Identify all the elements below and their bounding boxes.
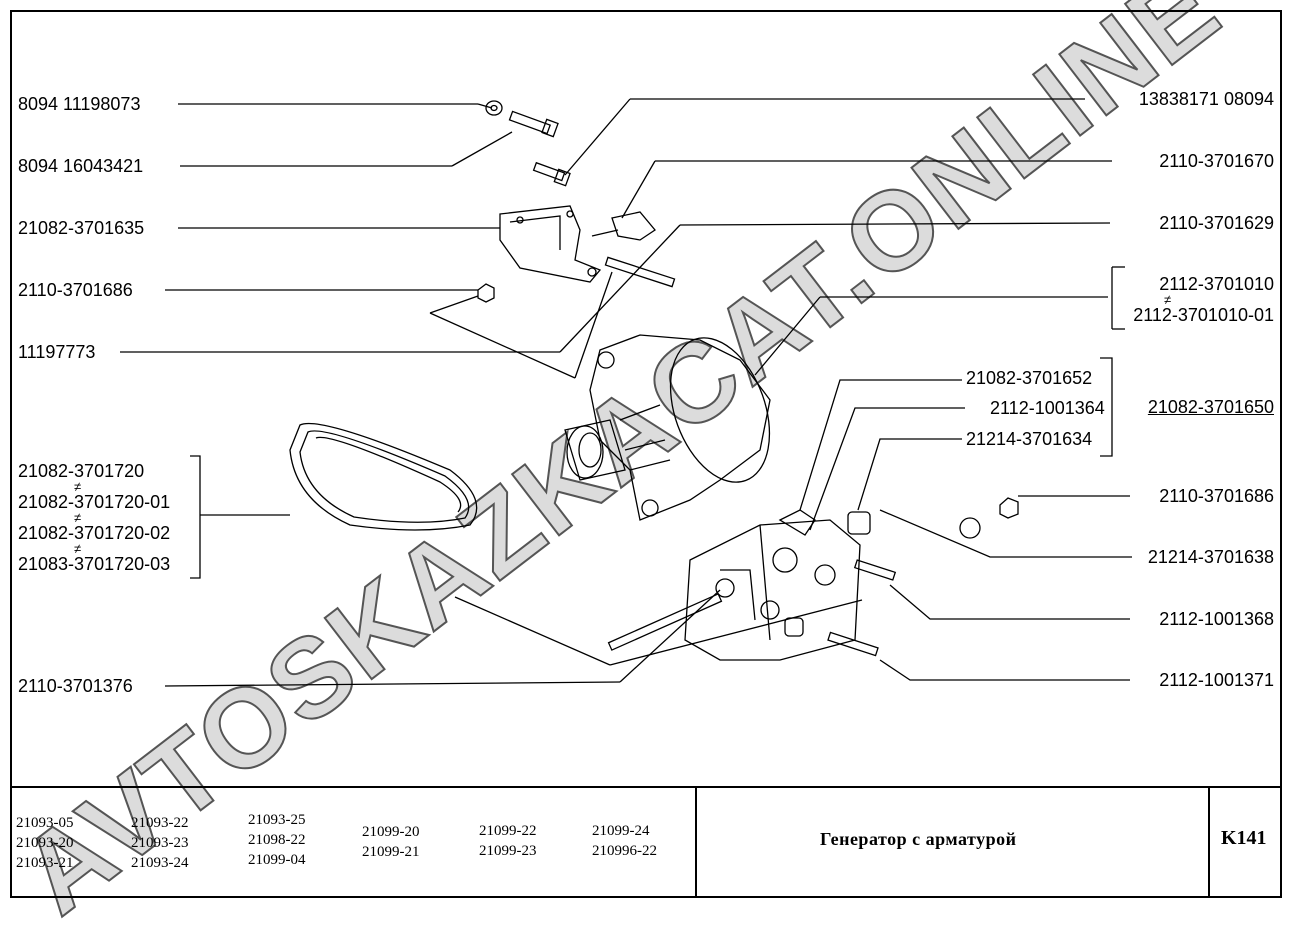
not-equal-mark: ≠ — [1164, 292, 1172, 307]
bolt-2 — [532, 161, 571, 187]
part-label: 8094 16043421 — [18, 156, 144, 176]
part-label: 2110-3701686 — [18, 280, 133, 300]
part-label: 8094 11198073 — [18, 94, 141, 114]
model: 21093-05 — [16, 815, 74, 831]
drawing-frame — [10, 10, 1282, 898]
part-label: 21082-3701652 — [966, 368, 1093, 388]
bolt-right — [827, 559, 897, 657]
part-label: 11197773 — [18, 342, 96, 362]
page-code: K141 — [1221, 827, 1267, 849]
part-label: 2110-3701629 — [1159, 213, 1274, 233]
model: 21093-20 — [16, 835, 74, 851]
belt-label: 21082-3701720 — [18, 461, 145, 481]
bolt-left-long — [607, 593, 723, 651]
model: 21093-23 — [131, 835, 189, 851]
model-column: 21093-05 21093-20 21093-21 — [16, 813, 74, 873]
part-label: 2110-3701686 — [1159, 486, 1274, 506]
part-label: 2112-1001371 — [1159, 670, 1274, 690]
part-label: 2112-1001368 — [1159, 609, 1274, 629]
part-label: 2110-3701670 — [1159, 151, 1274, 171]
part-label: 2112-1001364 — [990, 398, 1105, 418]
not-equal-mark: ≠ — [74, 510, 82, 525]
generator-label: 2112-3701010-01 — [1133, 305, 1274, 325]
model: 21093-22 — [131, 815, 189, 831]
model: 21099-04 — [248, 852, 306, 868]
tensioner-bracket — [684, 509, 861, 661]
exploded-diagram — [120, 98, 1132, 687]
not-equal-mark: ≠ — [74, 479, 82, 494]
model: 21099-22 — [479, 823, 537, 839]
belt-label: 21083-3701720-03 — [18, 554, 171, 574]
assembly-label: 21082-3701650 — [1147, 397, 1274, 417]
model: 21098-22 — [248, 832, 306, 848]
belt-label: 21082-3701720-02 — [18, 523, 171, 543]
part-label: 21082-3701635 — [18, 218, 145, 238]
washer-right — [959, 497, 1019, 539]
model-column: 21099-20 21099-21 — [362, 822, 420, 862]
model: 21099-20 — [362, 824, 420, 840]
not-equal-mark: ≠ — [74, 541, 82, 556]
bracket-upper — [499, 205, 602, 283]
adjuster — [591, 211, 656, 241]
divider — [1208, 788, 1210, 898]
nut — [477, 283, 495, 303]
belt-label: 21082-3701720-01 — [18, 492, 171, 512]
drawing-title: Генератор с арматурой — [820, 829, 1017, 849]
generator — [564, 334, 771, 521]
part-label: 2110-3701376 — [18, 676, 133, 696]
generator-label: 2112-3701010 — [1159, 274, 1274, 294]
model: 21093-24 — [131, 855, 189, 871]
part-label: 21214-3701638 — [1147, 547, 1274, 567]
bolt-long — [604, 256, 676, 288]
leader-lines — [120, 98, 1132, 687]
model: 21099-24 — [592, 823, 650, 839]
model: 21093-25 — [248, 812, 306, 828]
model: 210996-22 — [592, 843, 657, 859]
model-column: 21093-25 21098-22 21099-04 — [248, 810, 306, 870]
model: 21099-23 — [479, 843, 537, 859]
part-label: 21214-3701634 — [966, 429, 1093, 449]
part-label: 13838171 08094 — [1138, 89, 1274, 109]
washer — [485, 100, 503, 116]
bushing — [784, 511, 871, 637]
divider — [695, 788, 697, 898]
model-column: 21099-24 210996-22 — [592, 821, 657, 861]
drive-belt — [289, 422, 478, 531]
model-column: 21099-22 21099-23 — [479, 821, 537, 861]
model: 21099-21 — [362, 844, 420, 860]
model-column: 21093-22 21093-23 21093-24 — [131, 813, 189, 873]
bolt-top — [508, 110, 559, 138]
model: 21093-21 — [16, 855, 74, 871]
